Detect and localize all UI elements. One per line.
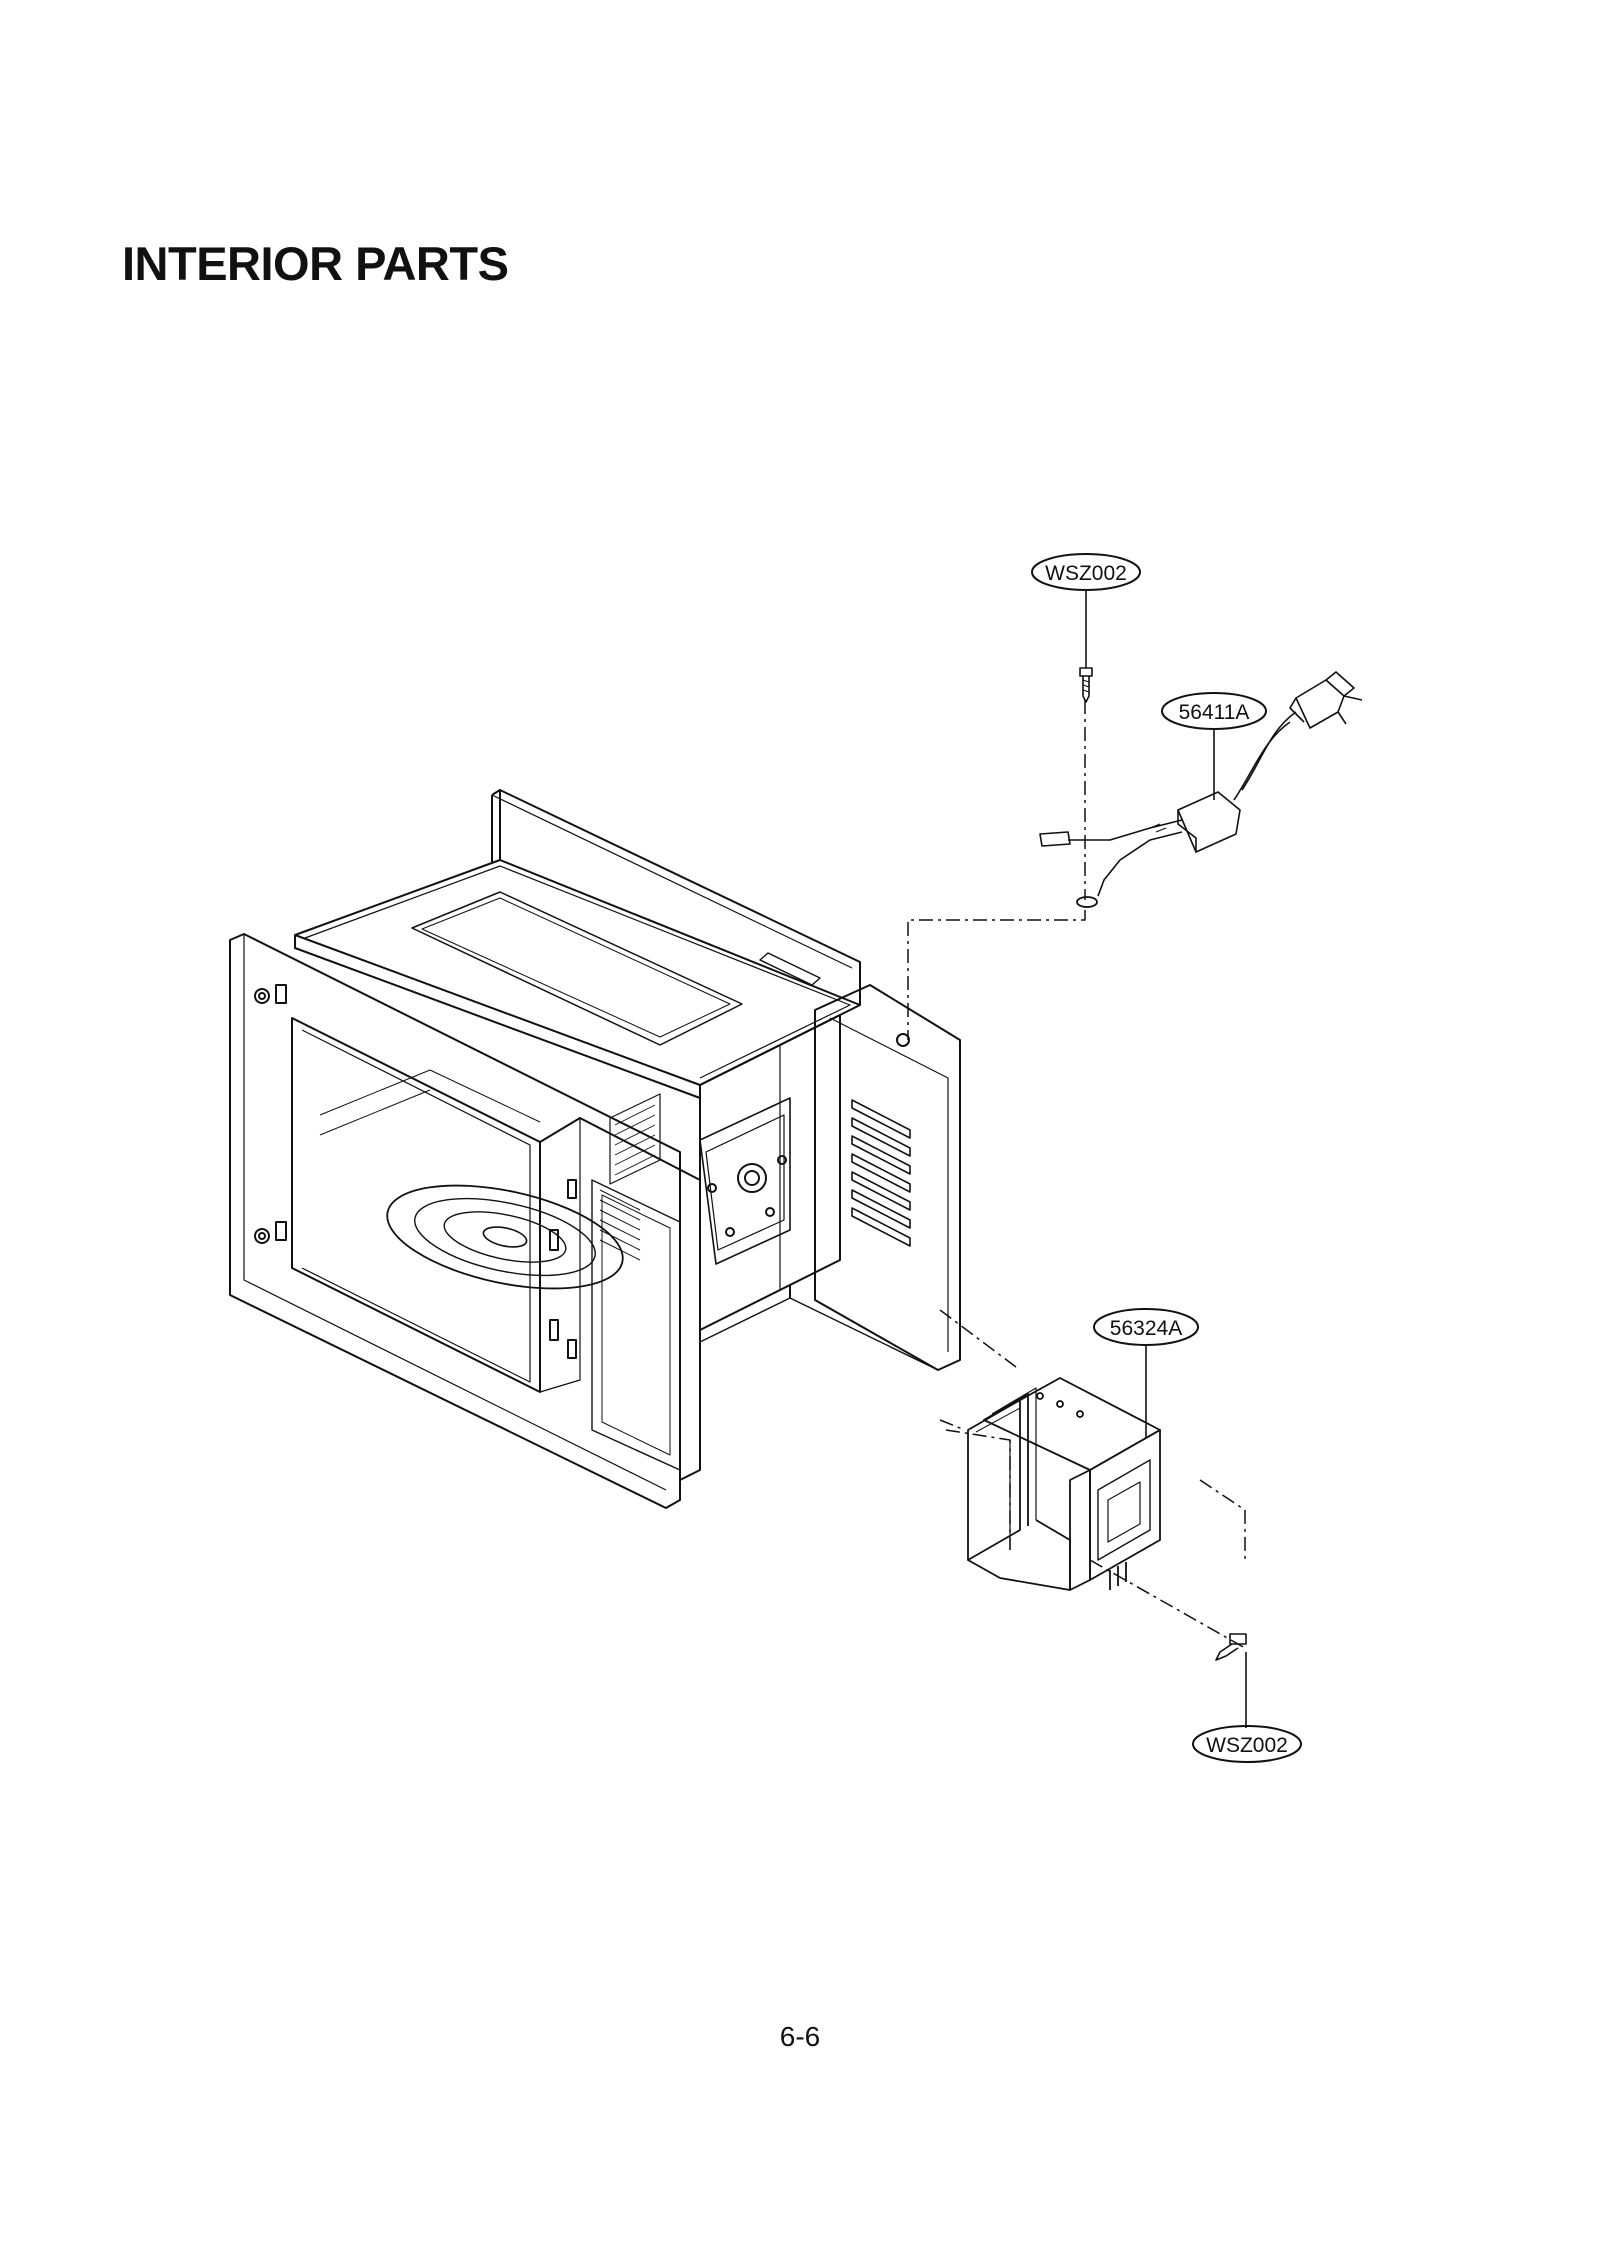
callout-label: WSZ002 <box>1045 562 1127 585</box>
page-number: 6-6 <box>779 2021 821 2052</box>
callout-56324a: 56324A <box>1093 1308 1199 1346</box>
power-cord-part <box>1039 671 1363 908</box>
page-title: INTERIOR PARTS <box>122 237 509 290</box>
callout-label: 56411A <box>1179 701 1250 724</box>
callout-label: 56324A <box>1110 1317 1182 1340</box>
assembly-guide-lines <box>907 700 1246 1649</box>
callout-label: WSZ002 <box>1206 1734 1288 1757</box>
callout-56411a: 56411A <box>1161 692 1267 730</box>
screw-bottom-part <box>1215 1633 1247 1661</box>
screw-top-part <box>1079 667 1093 703</box>
cavity-assembly <box>229 789 961 1509</box>
callout-wsz002-bottom: WSZ002 <box>1192 1725 1302 1763</box>
transformer-part <box>967 1377 1161 1591</box>
callout-wsz002-top: WSZ002 <box>1031 553 1141 591</box>
leader-lines <box>1085 590 1247 1728</box>
